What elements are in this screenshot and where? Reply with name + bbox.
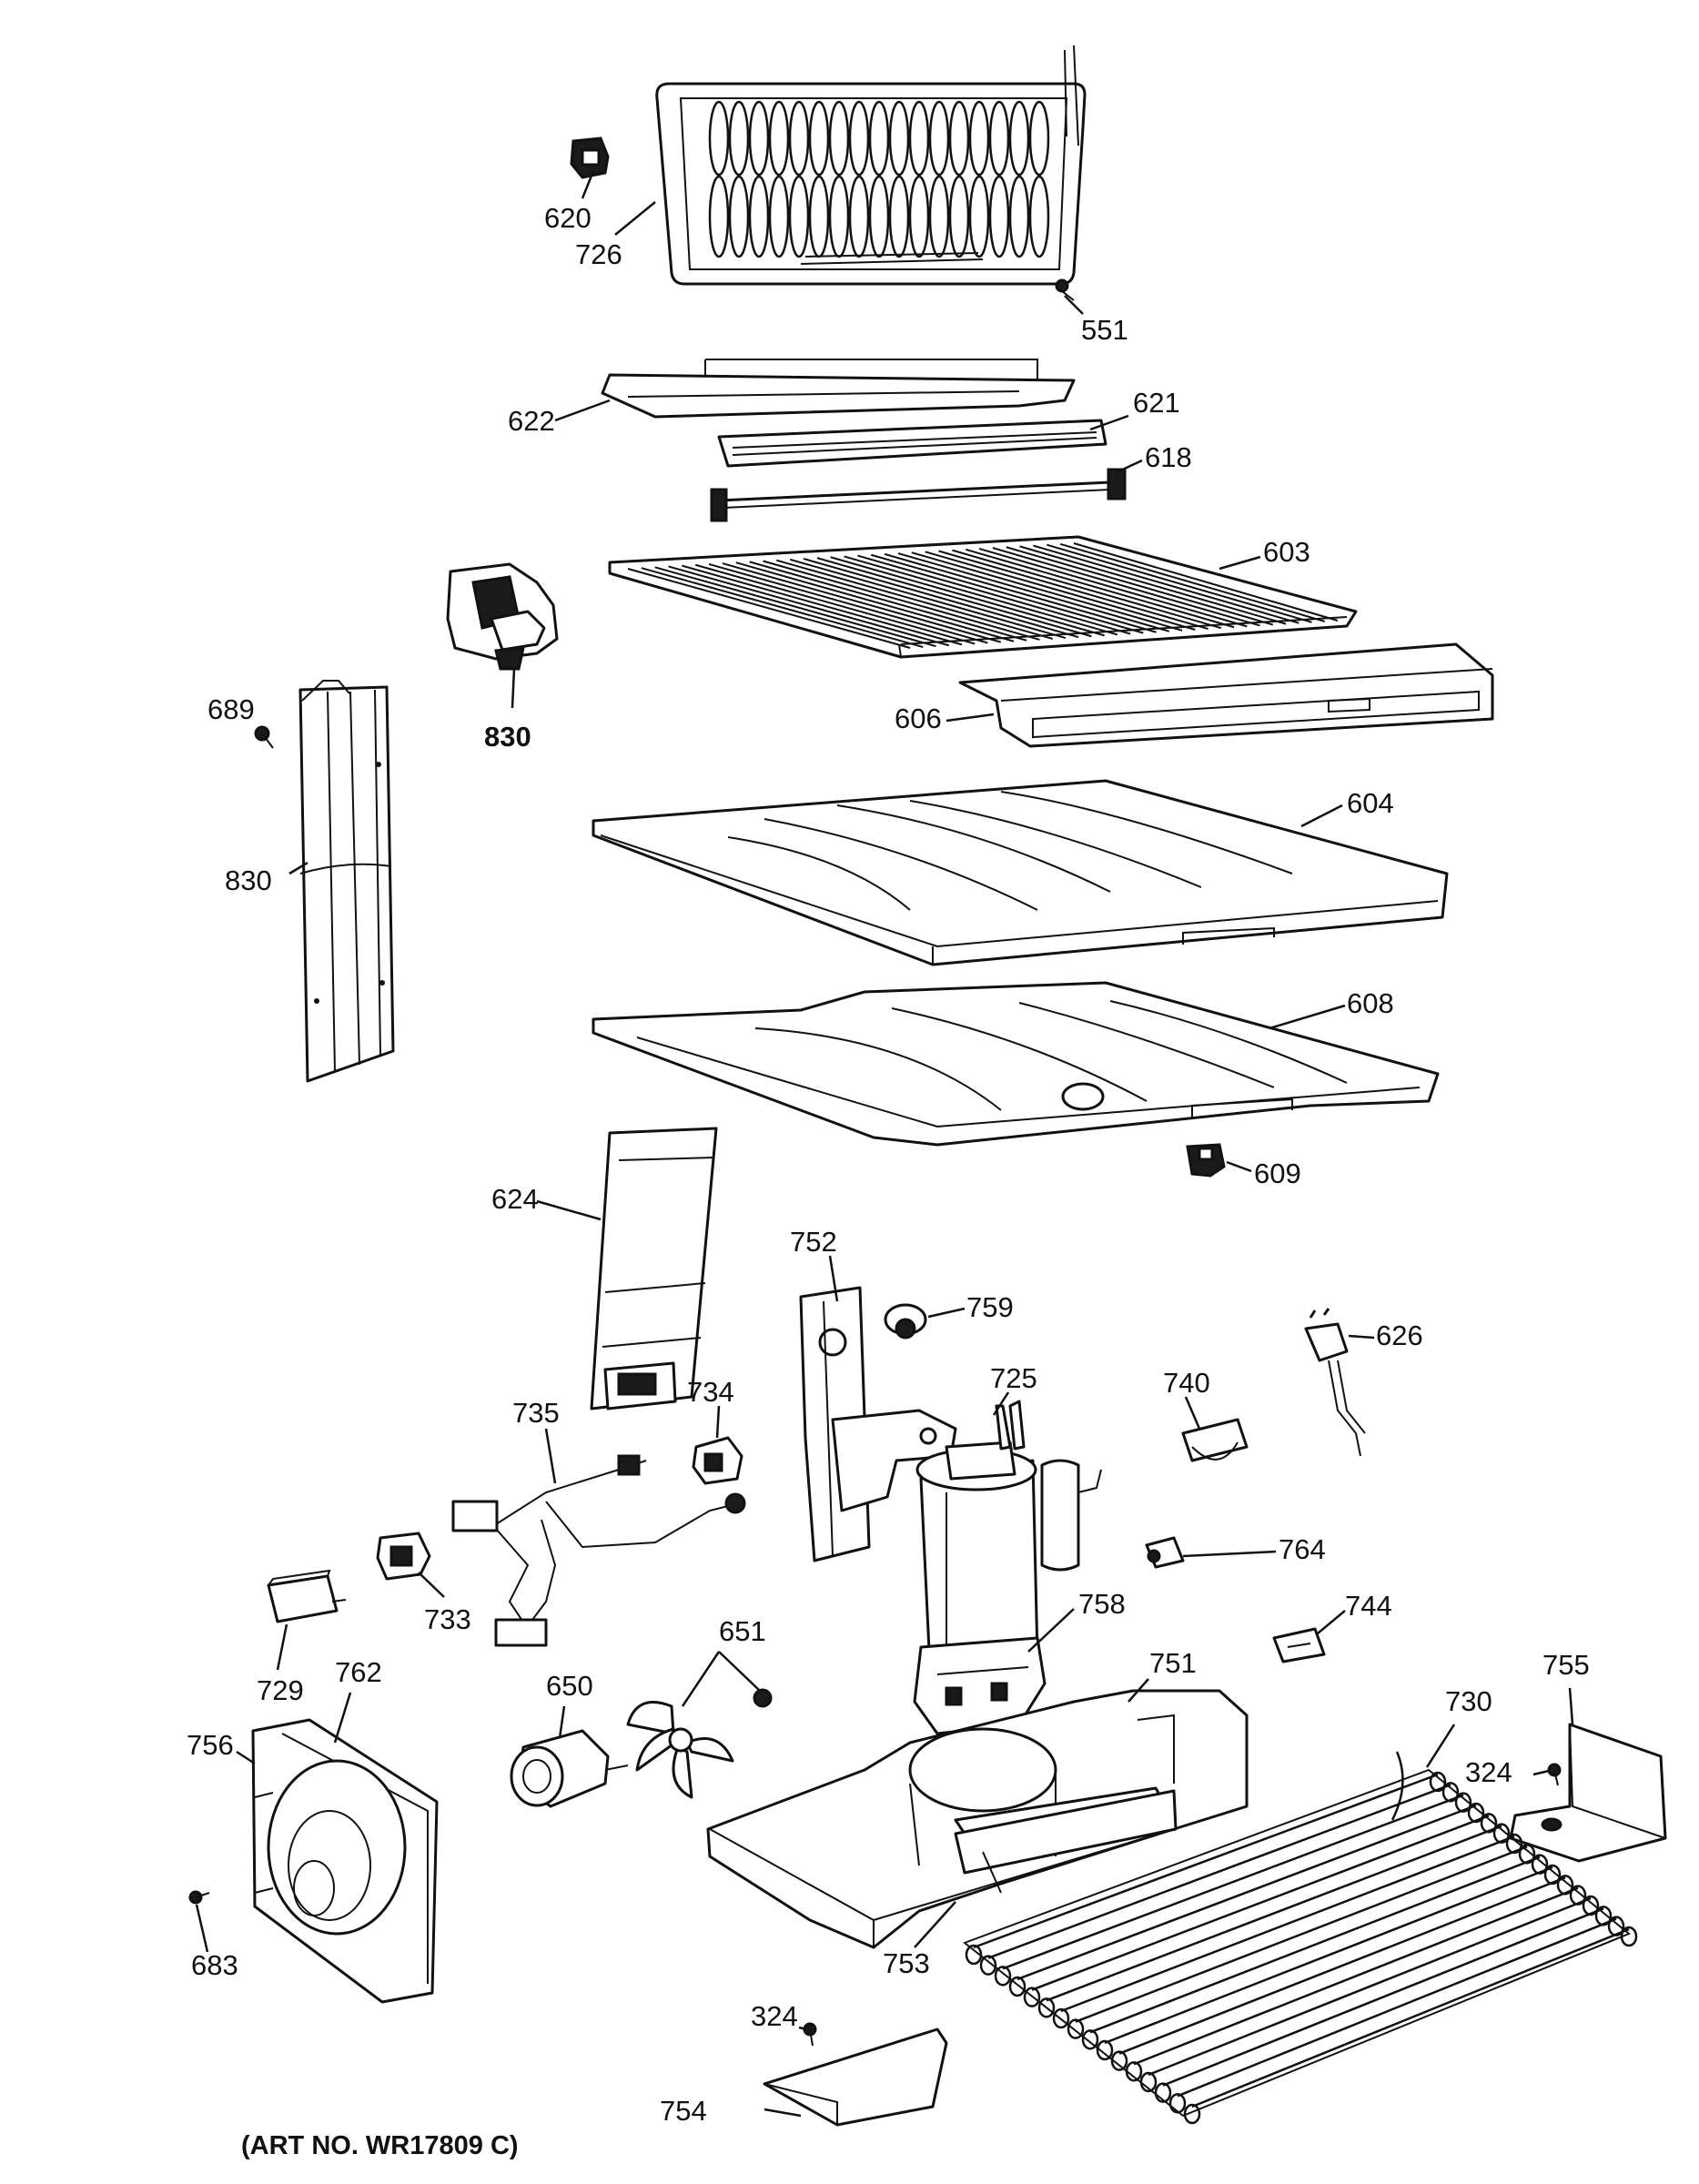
label-755: 755 xyxy=(1542,1649,1590,1681)
capacitor-729[interactable] xyxy=(267,1569,347,1623)
label-618: 618 xyxy=(1145,441,1192,473)
label-622: 622 xyxy=(508,405,555,437)
pan-604[interactable] xyxy=(592,779,1449,966)
screw-683[interactable] xyxy=(188,1890,210,1905)
label-683: 683 xyxy=(191,1949,238,1981)
label-689: 689 xyxy=(207,693,255,725)
label-830-top: 830 xyxy=(484,721,531,753)
label-758: 758 xyxy=(1078,1588,1126,1620)
clip-740[interactable] xyxy=(1181,1418,1249,1462)
screw-689[interactable] xyxy=(254,725,274,749)
pan-608[interactable] xyxy=(592,981,1440,1147)
cover-606[interactable] xyxy=(958,642,1494,748)
label-730: 730 xyxy=(1445,1685,1492,1717)
label-764: 764 xyxy=(1279,1533,1326,1565)
relay-733[interactable] xyxy=(376,1532,431,1581)
evaporator-726[interactable] xyxy=(655,45,1087,286)
label-740: 740 xyxy=(1163,1367,1210,1399)
label-729: 729 xyxy=(257,1674,304,1706)
label-606: 606 xyxy=(895,703,942,734)
art-number-caption: (ART NO. WR17809 C) xyxy=(241,2131,519,2160)
shelf-603[interactable] xyxy=(608,535,1358,659)
control-830[interactable] xyxy=(446,562,559,671)
bracket-621[interactable] xyxy=(717,419,1107,468)
label-830-left: 830 xyxy=(225,864,272,896)
screw-324-lower[interactable] xyxy=(803,2022,817,2047)
label-754: 754 xyxy=(660,2095,707,2127)
part-609[interactable] xyxy=(1186,1143,1226,1178)
clip-764[interactable] xyxy=(1145,1536,1185,1569)
label-751: 751 xyxy=(1149,1647,1197,1679)
duct-624[interactable] xyxy=(590,1127,718,1410)
compressor-725[interactable] xyxy=(915,1400,1102,1681)
label-324-upper: 324 xyxy=(1465,1756,1512,1788)
callout-labels: 620 726 551 622 621 618 603 830 689 830 … xyxy=(187,202,1590,2160)
label-752: 752 xyxy=(790,1226,837,1258)
label-551: 551 xyxy=(1081,314,1128,346)
label-603: 603 xyxy=(1263,536,1310,568)
screw-324-upper[interactable] xyxy=(1547,1763,1562,1786)
harness-735[interactable] xyxy=(451,1454,746,1647)
part-620[interactable] xyxy=(570,136,610,179)
leader-lines xyxy=(195,170,1574,2118)
label-756: 756 xyxy=(187,1729,234,1761)
label-733: 733 xyxy=(424,1603,471,1635)
connector-734[interactable] xyxy=(692,1436,743,1485)
label-735: 735 xyxy=(512,1397,560,1429)
heater-618[interactable] xyxy=(710,468,1127,522)
shroud-756[interactable] xyxy=(251,1718,439,2004)
label-608: 608 xyxy=(1347,987,1394,1019)
mount-758[interactable] xyxy=(913,1636,1047,1735)
bracket-755[interactable] xyxy=(1509,1723,1667,1863)
duct-830[interactable] xyxy=(298,680,395,1083)
label-626: 626 xyxy=(1376,1320,1423,1351)
label-726: 726 xyxy=(575,238,622,270)
grommet-759[interactable] xyxy=(884,1303,927,1340)
label-324-lower: 324 xyxy=(751,2000,798,2032)
label-604: 604 xyxy=(1347,787,1394,819)
screw-551[interactable] xyxy=(1055,278,1075,301)
label-759: 759 xyxy=(966,1291,1014,1323)
label-651: 651 xyxy=(719,1615,766,1647)
clip-744[interactable] xyxy=(1272,1627,1326,1663)
bracket-752[interactable] xyxy=(799,1286,957,1562)
cover-754[interactable] xyxy=(763,2027,948,2127)
label-744: 744 xyxy=(1345,1590,1392,1622)
label-753: 753 xyxy=(883,1947,930,1979)
condenser-730[interactable] xyxy=(962,1751,1638,2125)
label-621: 621 xyxy=(1133,387,1180,419)
fan-651[interactable] xyxy=(626,1688,773,1799)
plug-626[interactable] xyxy=(1304,1308,1366,1457)
label-762: 762 xyxy=(335,1656,382,1688)
label-620: 620 xyxy=(544,202,592,234)
label-609: 609 xyxy=(1254,1158,1301,1189)
rail-753[interactable] xyxy=(954,1789,1178,1894)
cover-622[interactable] xyxy=(601,359,1076,419)
label-734: 734 xyxy=(687,1376,734,1408)
label-725: 725 xyxy=(990,1362,1037,1394)
label-624: 624 xyxy=(491,1183,539,1215)
label-650: 650 xyxy=(546,1670,593,1702)
motor-650[interactable] xyxy=(510,1729,629,1808)
